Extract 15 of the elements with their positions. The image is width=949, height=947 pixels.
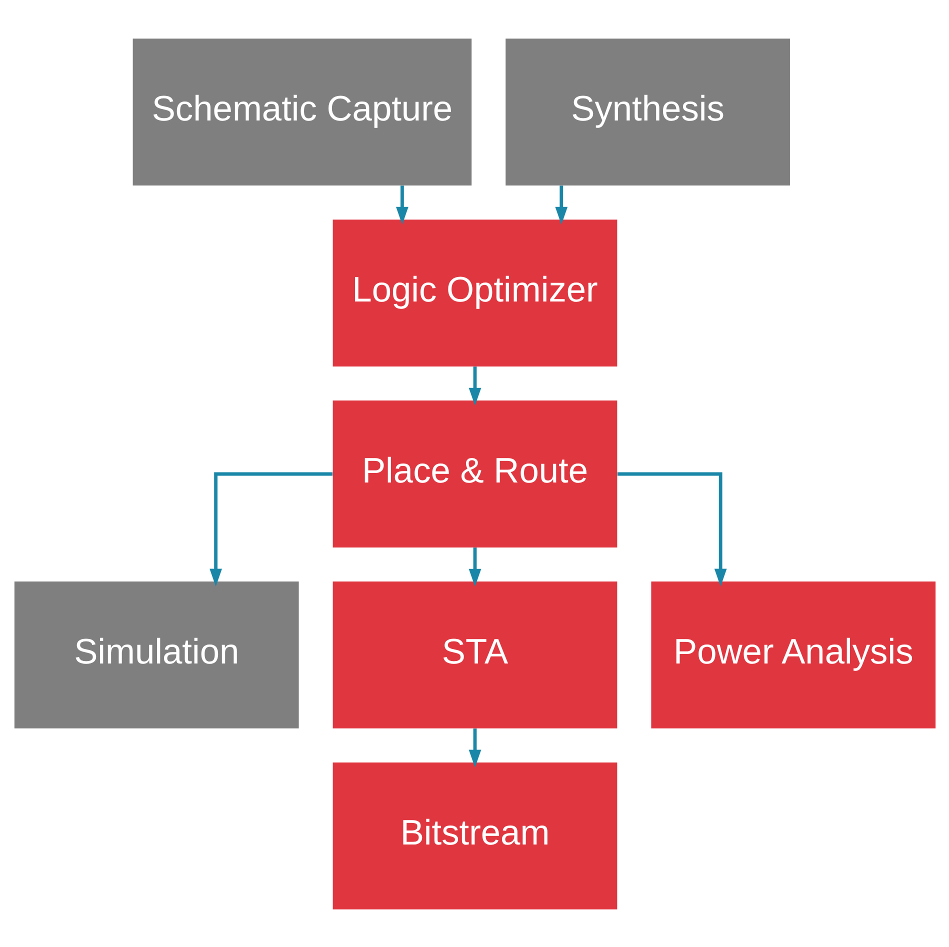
arrow [617,472,726,586]
node-box: Synthesis [505,38,790,186]
arrow [209,472,332,586]
node-box: Logic Optimizer [332,219,617,366]
arrow [468,366,481,406]
node-box: Schematic Capture [132,38,472,186]
arrow [468,547,481,586]
arrow [396,185,408,224]
node-box: Simulation [14,580,298,728]
arrow [468,728,481,768]
node-box: Bitstream [332,762,617,909]
node-box: Power Analysis [650,580,936,728]
node-box: STA [332,580,617,728]
arrow [554,185,568,224]
node-box: Place & Route [332,400,617,547]
